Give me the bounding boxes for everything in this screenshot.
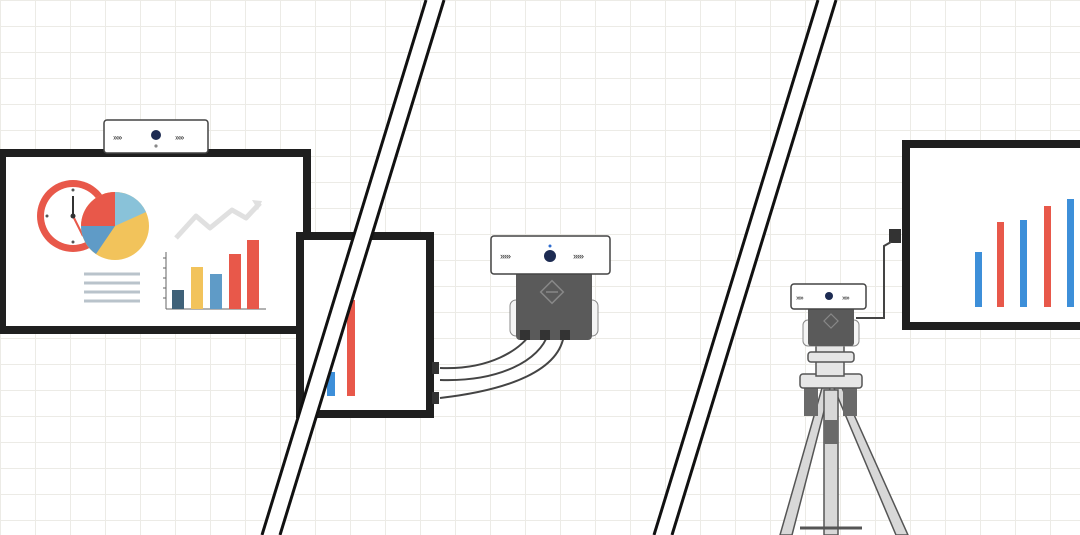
camera-lens-icon — [825, 292, 833, 300]
svg-text:›››››: ››››› — [175, 133, 185, 142]
cable-icon — [856, 241, 892, 319]
tripod-icon — [779, 343, 909, 535]
control-box-middle — [509, 270, 599, 340]
trend-arrow-icon — [174, 200, 262, 240]
screen-right — [889, 140, 1080, 330]
camera-bar-middle: ››››› ››››› — [490, 235, 611, 275]
divider-left — [260, 0, 446, 535]
screen-ports — [432, 362, 439, 404]
text-lines-icon — [84, 272, 140, 303]
svg-text:›››››: ››››› — [842, 295, 850, 302]
camera-lens-icon — [544, 250, 556, 262]
svg-text:›››››: ››››› — [796, 295, 804, 302]
camera-lens-icon — [151, 130, 161, 140]
control-box-right — [802, 306, 860, 347]
camera-bar-right: ››››› ››››› — [790, 283, 867, 310]
screen-port — [889, 229, 901, 243]
divider-right — [652, 0, 838, 535]
cable-icon — [439, 331, 565, 399]
logo-icon — [823, 313, 839, 329]
pie-chart-icon — [81, 192, 149, 260]
svg-text:›››››: ››››› — [113, 133, 123, 142]
logo-icon — [539, 279, 565, 305]
camera-bar-left: ››››› ››››› — [103, 119, 209, 154]
bar-chart-icon — [163, 240, 266, 310]
svg-text:›››››: ››››› — [500, 251, 511, 261]
svg-text:›››››: ››››› — [573, 251, 584, 261]
chevrons-left: ››››› ››››› — [113, 133, 186, 142]
